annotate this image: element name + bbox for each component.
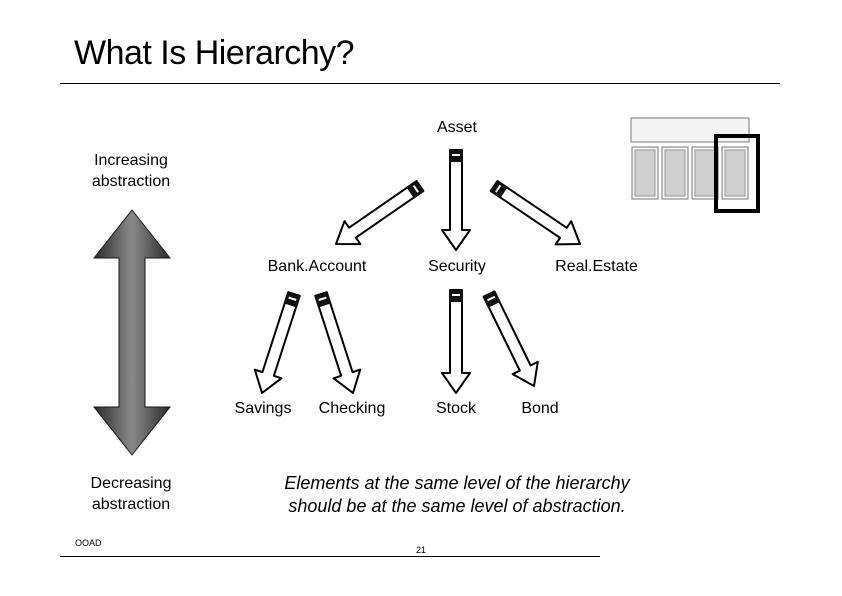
slide-title: What Is Hierarchy? xyxy=(74,34,355,72)
page-number: 21 xyxy=(416,545,427,555)
arrow-asset-to-real-estate xyxy=(489,180,581,246)
arrow-security-to-stock xyxy=(441,289,471,394)
arrow-bank-account-to-savings xyxy=(253,291,301,394)
arrow-bank-account-to-checking xyxy=(314,291,362,394)
footer-course-label: OOAD xyxy=(75,538,102,548)
node-checking: Checking xyxy=(318,400,386,417)
node-stock: Stock xyxy=(435,400,476,417)
hierarchy-icon xyxy=(630,117,760,213)
node-savings: Savings xyxy=(234,400,292,417)
arrow-asset-to-bank-account xyxy=(335,180,425,246)
footer-rule xyxy=(60,556,600,557)
node-bond: Bond xyxy=(521,400,559,417)
node-real-estate: Real.Estate xyxy=(555,258,638,275)
node-security: Security xyxy=(428,258,486,275)
node-asset: Asset xyxy=(436,119,477,136)
abstraction-note: Elements at the same level of the hierar… xyxy=(284,473,630,516)
decreasing-abstraction-label: Decreasing abstraction xyxy=(90,475,172,513)
increasing-abstraction-label: Increasing abstraction xyxy=(91,152,171,190)
arrow-security-to-bond xyxy=(482,290,539,387)
arrow-layer xyxy=(253,149,581,394)
node-bank-account: Bank.Account xyxy=(267,258,367,275)
arrow-asset-to-security xyxy=(441,149,471,251)
abstraction-double-arrow xyxy=(92,209,172,456)
title-rule xyxy=(60,83,780,84)
